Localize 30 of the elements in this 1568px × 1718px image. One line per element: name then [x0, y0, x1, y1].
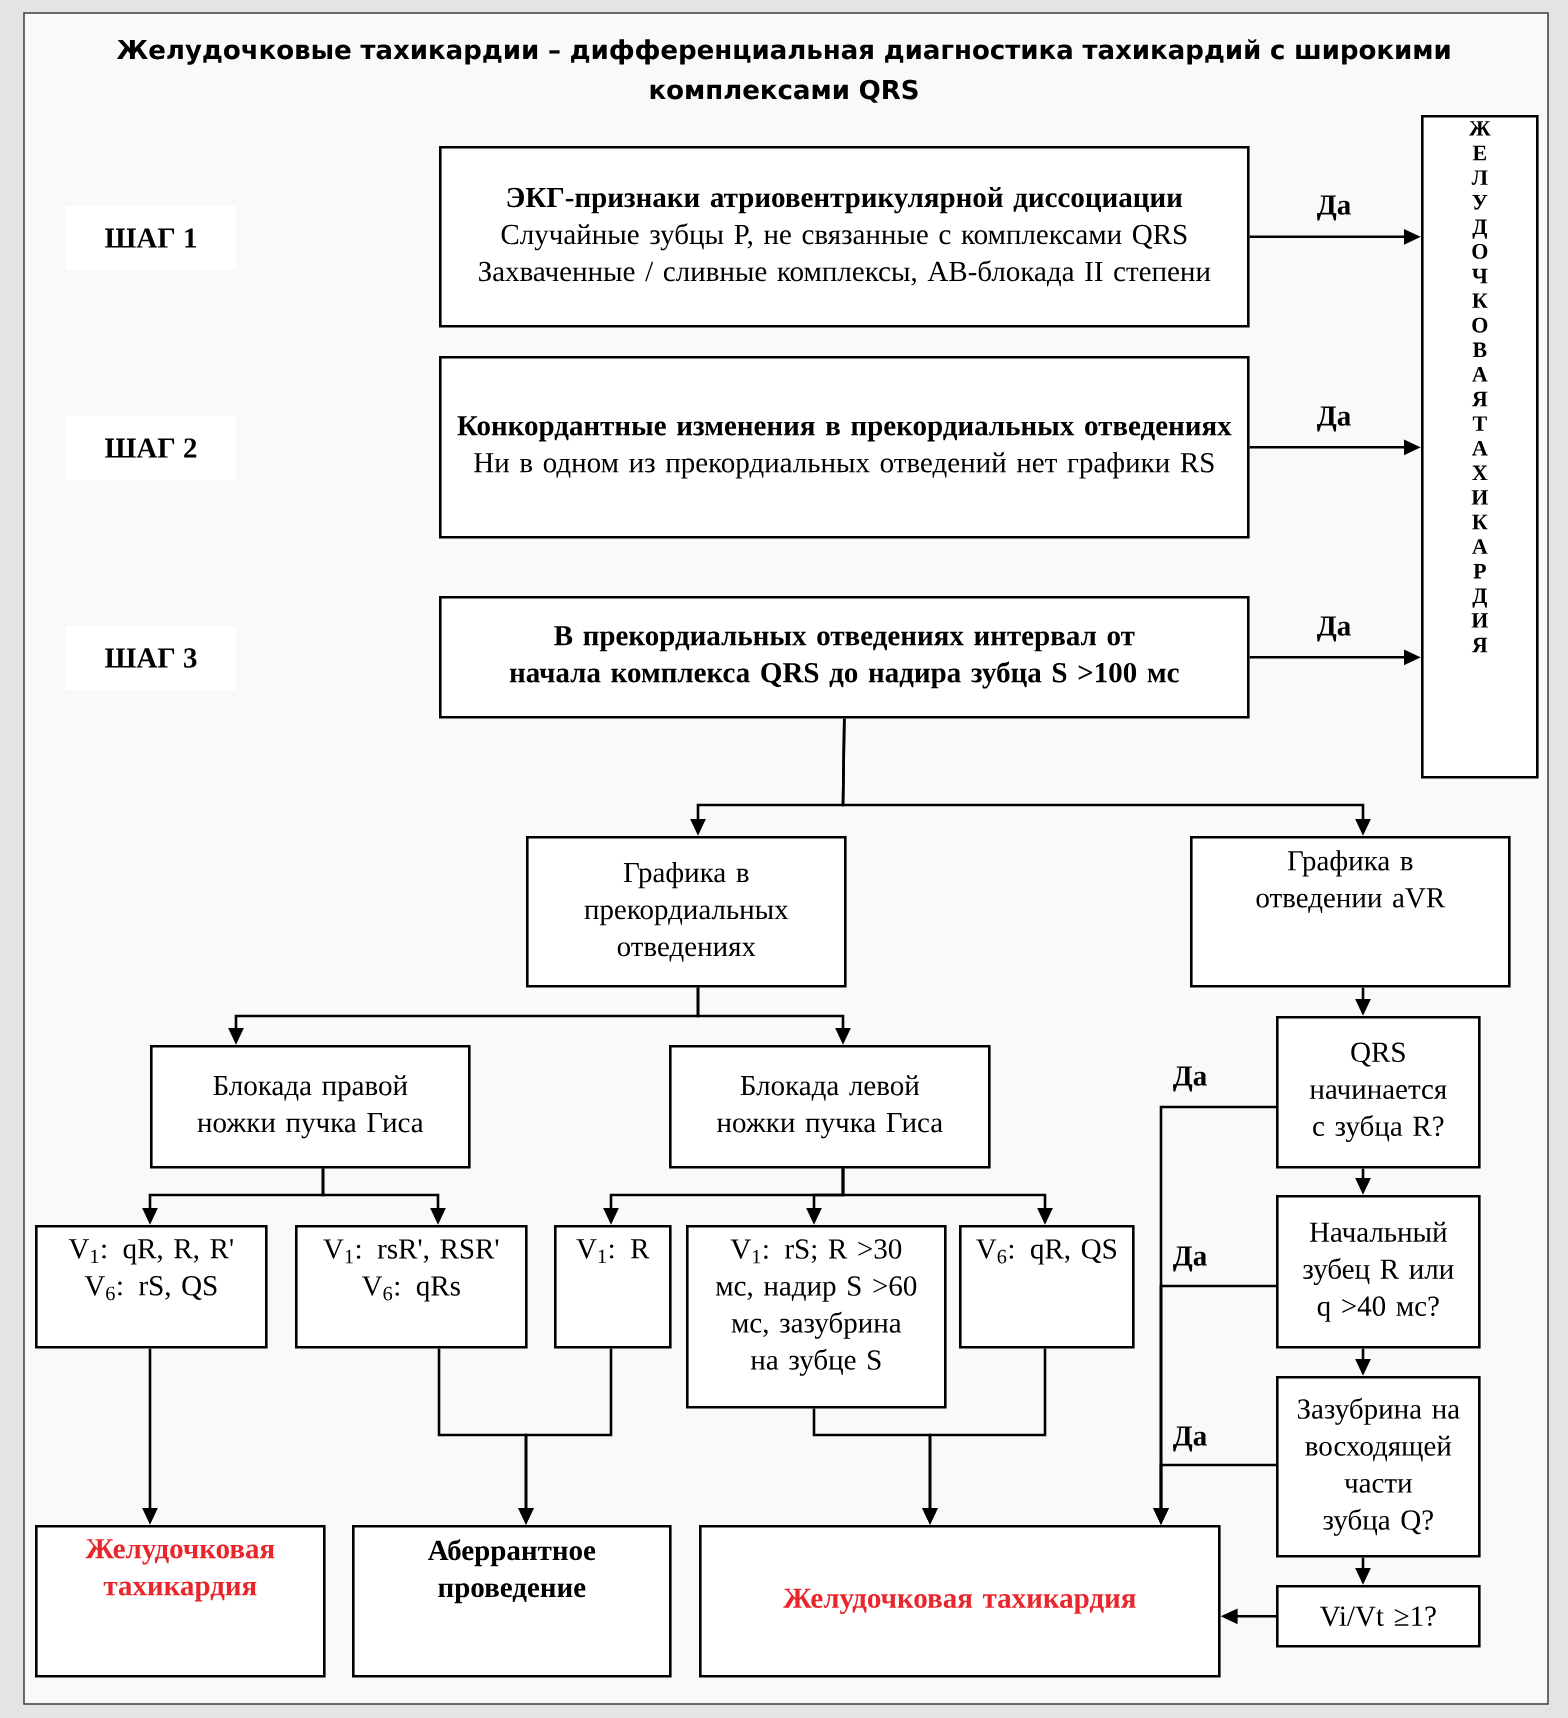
edge-label: Да [1314, 404, 1354, 434]
result-box: Желудочковая тахикардия [699, 1525, 1221, 1678]
result-box: ЖЕЛУДОЧКОВАЯ ТАХИКАРДИЯ [1421, 115, 1539, 779]
edge-label: Да [1170, 1244, 1210, 1274]
criteria-box: V$_{6}$: qR, QS [959, 1225, 1135, 1349]
process-box: Графика в отведении aVR [1190, 836, 1511, 988]
edge-label: Да [1170, 1064, 1210, 1094]
decision-box: QRS начинается с зубца R? [1276, 1016, 1481, 1169]
edge-label: Да [1314, 614, 1354, 644]
step-label: ШАГ 1 [66, 206, 236, 270]
result-box: Желудочковая тахикардия [35, 1525, 326, 1678]
process-box: ЭКГ-признаки атриовентрикулярной диссоциации Случайные зубцы P, не связанные с комплексами QRS Захваченные / сливные комплексы, АВ-блокада II степени [439, 146, 1250, 328]
step-label: ШАГ 2 [66, 416, 236, 480]
process-box: Конкордантные изменения в прекордиальных отведениях Ни в одном из прекордиальных отведений нет графики RS [439, 356, 1250, 539]
criteria-box: V$_{1}$: qR, R, R' V$_{6}$: rS, QS [35, 1225, 268, 1349]
decision-box: Зазубрина на восходящей части зубца Q? [1276, 1376, 1481, 1558]
decision-box: Vi/Vt ≥1? [1276, 1585, 1481, 1648]
step-label: ШАГ 3 [66, 626, 236, 690]
result-box: Аберрантное проведение [352, 1525, 672, 1678]
title: Желудочковые тахикардии – дифференциальная диагностика тахикардий с широкими комплексами QRS [116, 39, 1450, 103]
edge-label: Да [1170, 1424, 1210, 1454]
decision-box: Начальный зубец R или q >40 мс? [1276, 1195, 1481, 1349]
criteria-box: V$_{1}$: rS; R >30 мс, надир S >60 мс, зазубрина на зубце S [686, 1225, 947, 1409]
process-box: Графика в прекордиальных отведениях [526, 836, 847, 988]
process-box: Блокада правой ножки пучка Гиса [150, 1045, 471, 1169]
process-box: Блокада левой ножки пучка Гиса [669, 1045, 991, 1169]
criteria-box: V$_{1}$: R [554, 1225, 672, 1349]
criteria-box: V$_{1}$: rsR', RSR' V$_{6}$: qRs [295, 1225, 528, 1349]
process-box: В прекордиальных отведениях интервал от начала комплекса QRS до надира зубца S >100 мс [439, 596, 1250, 719]
edge-label: Да [1314, 193, 1354, 223]
